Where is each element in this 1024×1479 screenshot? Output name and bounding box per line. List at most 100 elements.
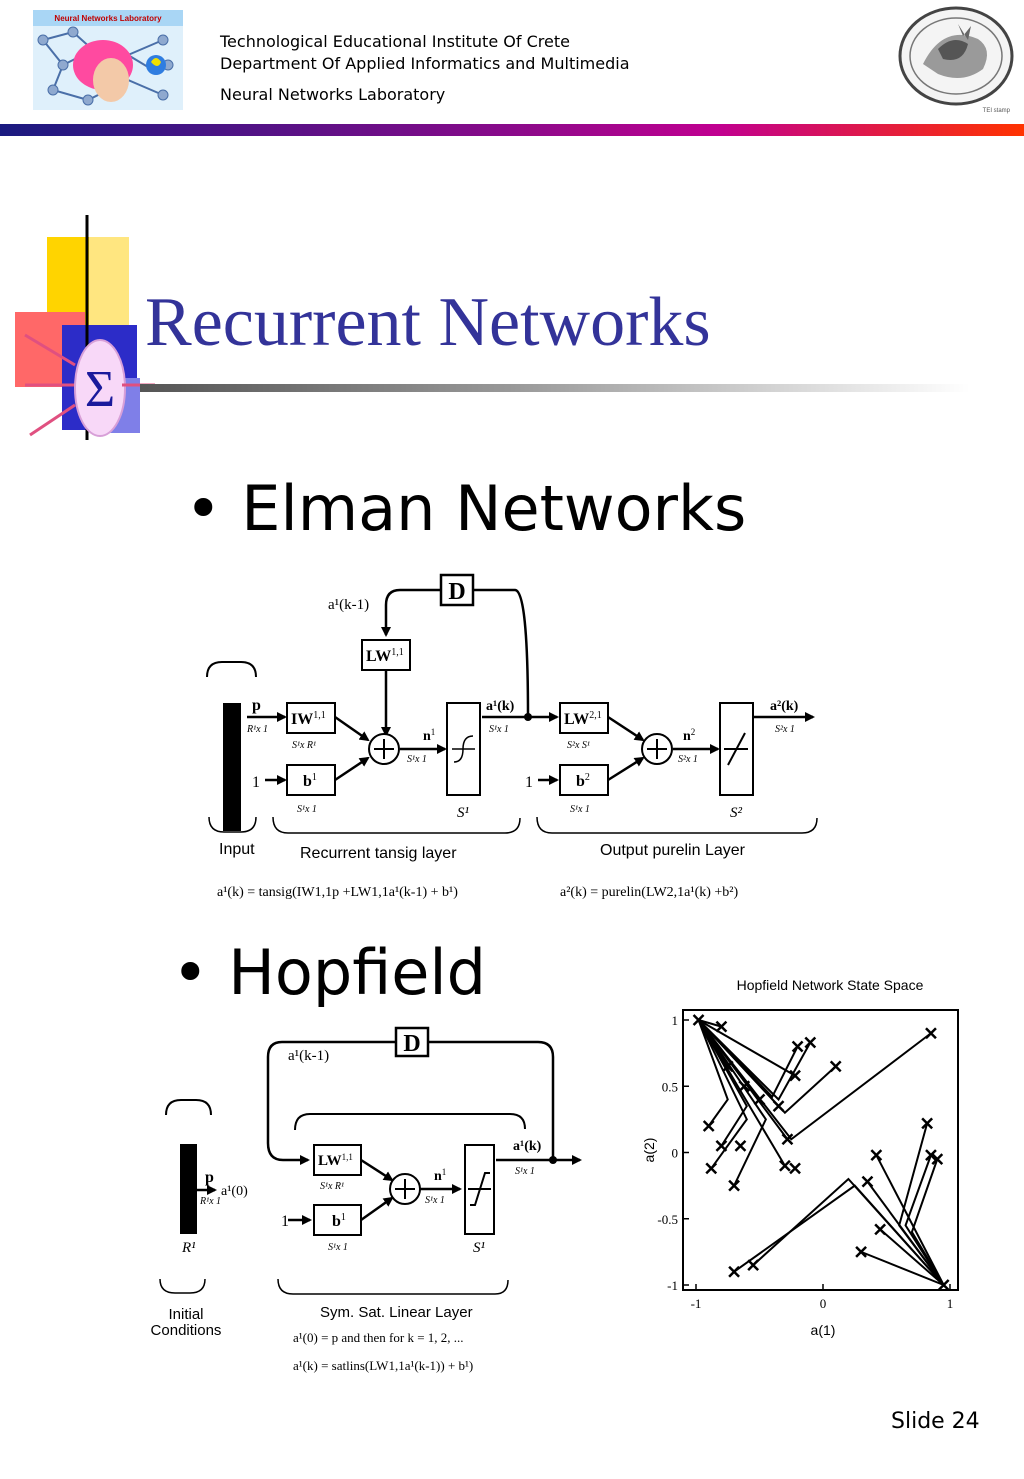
x-tick-label: -1 bbox=[691, 1296, 702, 1311]
trajectory-line bbox=[866, 1181, 945, 1286]
delay-label: D bbox=[403, 1031, 420, 1057]
a1-dim: S¹x 1 bbox=[489, 724, 509, 735]
y-tick-label: -0.5 bbox=[657, 1212, 678, 1227]
lw11-sup: 1,1 bbox=[342, 1152, 353, 1162]
svg-text:Σ: Σ bbox=[85, 361, 115, 418]
b1-label: b bbox=[332, 1213, 341, 1230]
title-underline bbox=[140, 384, 970, 392]
y-axis-label: a(2) bbox=[641, 1138, 657, 1163]
start-point-marker bbox=[781, 1133, 794, 1146]
r1-label: R¹ bbox=[224, 804, 240, 821]
delay-label: D bbox=[448, 579, 465, 605]
hopfield-eq1: a¹(0) = p and then for k = 1, 2, ... bbox=[293, 1330, 464, 1345]
svg-text:LW1,1: LW1,1 bbox=[318, 1152, 353, 1169]
iw11-dim: S¹x R¹ bbox=[292, 740, 316, 751]
label-input: Input bbox=[219, 841, 255, 858]
start-point-marker bbox=[705, 1162, 718, 1175]
p-label: p bbox=[252, 697, 261, 714]
slide-number: Slide 24 bbox=[891, 1409, 980, 1434]
label-initial-1: Initial bbox=[168, 1306, 203, 1323]
n1-dim: S¹x 1 bbox=[425, 1195, 445, 1206]
bias-input-2: 1 bbox=[525, 774, 533, 791]
a1-0-label: a¹(0) bbox=[221, 1184, 248, 1199]
start-point-marker bbox=[937, 1279, 950, 1291]
stamp-text: TEI stamp bbox=[983, 108, 1011, 114]
start-point-marker bbox=[728, 1179, 740, 1192]
start-point-marker bbox=[702, 1120, 715, 1132]
a1-prev-label: a¹(k-1) bbox=[328, 597, 369, 613]
lw21-sup: 2,1 bbox=[589, 710, 602, 721]
junction-dot bbox=[549, 1156, 557, 1164]
bias-input: 1 bbox=[281, 1213, 289, 1230]
p-dim: R¹x 1 bbox=[246, 724, 268, 735]
start-point-marker bbox=[779, 1159, 791, 1172]
delay-block bbox=[439, 573, 475, 607]
chart-title: Hopfield Network State Space bbox=[737, 977, 924, 993]
iw11-sup: 1,1 bbox=[313, 710, 326, 721]
lab-name: Neural Networks Laboratory bbox=[220, 85, 446, 104]
svg-text:n1: n1 bbox=[434, 1167, 446, 1184]
start-point-marker bbox=[870, 1149, 883, 1162]
s1-label: S¹ bbox=[473, 1240, 486, 1256]
elman-eq2: a²(k) = purelin(LW2,1a¹(k) +b²) bbox=[560, 885, 739, 900]
r1-label: R¹ bbox=[181, 1240, 196, 1256]
start-point-marker bbox=[789, 1162, 801, 1175]
b1-sup: 1 bbox=[341, 1212, 346, 1223]
n1-sup: 1 bbox=[431, 727, 436, 737]
y-tick-label: -1 bbox=[667, 1278, 678, 1293]
b1-dim: S¹x 1 bbox=[297, 804, 317, 815]
bullet-elman-text: Elman Networks bbox=[241, 472, 747, 545]
logo-text: Neural Networks Laboratory bbox=[54, 14, 162, 23]
start-point-marker bbox=[791, 1040, 804, 1053]
bias-input-1: 1 bbox=[252, 774, 260, 791]
lw11-label: LW bbox=[318, 1153, 342, 1169]
trajectory-line bbox=[697, 1019, 932, 1141]
start-point-marker bbox=[772, 1100, 785, 1113]
svg-text:b2: b2 bbox=[576, 772, 590, 790]
trajectory-line bbox=[697, 1019, 812, 1102]
start-point-marker bbox=[925, 1149, 937, 1162]
input-bar bbox=[180, 1144, 197, 1234]
hopfield-diagram: D a¹(k-1) p R¹x 1 a¹(0) R¹ LW1,1 S¹x R¹ … bbox=[151, 1026, 582, 1373]
lw21-dim: S²x S¹ bbox=[567, 740, 590, 751]
start-point-marker bbox=[747, 1259, 760, 1272]
x-axis-label: a(1) bbox=[811, 1322, 836, 1338]
start-point-marker bbox=[921, 1117, 934, 1130]
n1-sup: 1 bbox=[442, 1167, 447, 1177]
lw11-sup: 1,1 bbox=[391, 647, 404, 658]
n2-sup: 2 bbox=[691, 727, 696, 737]
lw21-label: LW bbox=[564, 711, 589, 728]
b2-block bbox=[559, 764, 609, 796]
hopfield-eq2: a¹(k) = satlins(LW1,1a¹(k-1)) + b¹) bbox=[293, 1358, 473, 1373]
svg-text:LW2,1: LW2,1 bbox=[564, 710, 602, 728]
start-point-marker bbox=[728, 1265, 740, 1278]
trajectory-line bbox=[733, 1184, 945, 1286]
a2k-label: a²(k) bbox=[770, 699, 799, 714]
lw21-block bbox=[559, 702, 609, 734]
start-point-marker bbox=[738, 1080, 751, 1093]
n1-label: n bbox=[434, 1169, 442, 1184]
svg-text:b1: b1 bbox=[332, 1212, 346, 1230]
input-bar bbox=[223, 703, 241, 831]
elman-diagram: D a¹(k-1) LW1,1 p R¹x 1 R¹ IW1,1 S¹x R¹ … bbox=[206, 573, 818, 900]
lw11-dim: S¹x R¹ bbox=[320, 1181, 344, 1192]
start-point-marker bbox=[861, 1175, 874, 1188]
iw11-block bbox=[286, 702, 336, 734]
trajectory-line bbox=[697, 1019, 729, 1127]
x-tick-label: 0 bbox=[820, 1296, 827, 1311]
lw11-label: LW bbox=[366, 648, 391, 665]
svg-text:n1: n1 bbox=[423, 727, 435, 744]
trajectory-line bbox=[697, 1019, 786, 1167]
start-point-marker bbox=[931, 1153, 944, 1166]
start-point-marker bbox=[804, 1036, 817, 1049]
iw11-label: IW bbox=[291, 711, 313, 728]
y-tick-label: 0 bbox=[672, 1146, 679, 1161]
p-dim: R¹x 1 bbox=[199, 1196, 221, 1207]
trajectory-line bbox=[698, 1019, 796, 1077]
trajectory-line bbox=[697, 1019, 789, 1140]
start-point-marker bbox=[734, 1139, 747, 1152]
label-output-layer: Output purelin Layer bbox=[600, 842, 746, 859]
bullet-hopfield-text: Hopfield bbox=[228, 936, 486, 1009]
svg-text:LW1,1: LW1,1 bbox=[366, 647, 404, 665]
p-label: p bbox=[205, 1169, 214, 1186]
